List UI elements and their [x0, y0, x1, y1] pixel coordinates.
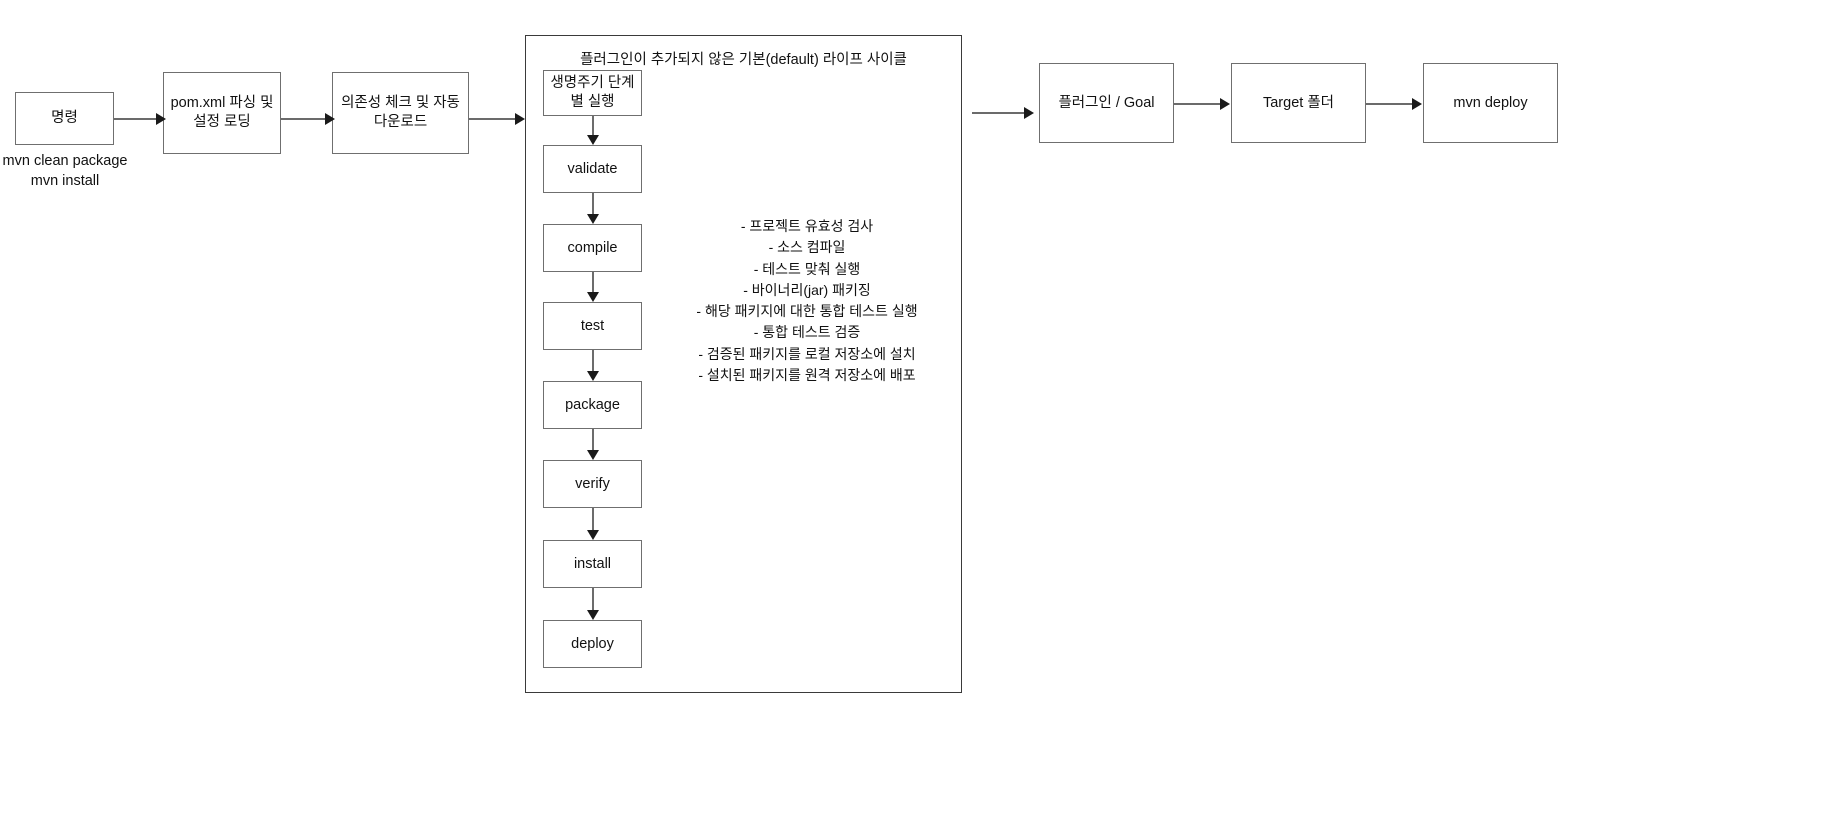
phase-descriptions: - 프로젝트 유효성 검사 - 소스 컴파일 - 테스트 맞춰 실행 - 바이너…	[672, 216, 942, 386]
edge-lifecycle-run-to-validate	[587, 116, 599, 145]
node-validate[interactable]: validate	[543, 145, 642, 193]
node-dependency-check-label: 의존성 체크 및 자동 다운로드	[341, 95, 460, 130]
node-lifecycle-run[interactable]: 생명주기 단계별 실행	[543, 70, 642, 116]
node-plugin-goal[interactable]: 플러그인 / Goal	[1039, 63, 1174, 143]
node-test-label: test	[580, 317, 605, 334]
edge-package-to-verify	[587, 429, 599, 460]
node-test[interactable]: test	[543, 302, 642, 350]
node-compile-label: compile	[567, 239, 618, 256]
edge-verify-to-install	[587, 508, 599, 540]
phase-description-line: - 바이너리(jar) 패키징	[743, 281, 871, 298]
phase-description-line: - 테스트 맞춰 실행	[753, 260, 861, 277]
phase-description-line: - 검증된 패키지를 로컬 저장소에 설치	[698, 345, 916, 362]
edge-validate-to-compile	[587, 193, 599, 224]
node-verify[interactable]: verify	[543, 460, 642, 508]
phase-description-line: - 설치된 패키지를 원격 저장소에 배포	[698, 366, 916, 383]
node-dependency-check[interactable]: 의존성 체크 및 자동 다운로드	[332, 72, 469, 154]
node-compile[interactable]: compile	[543, 224, 642, 272]
phase-description-line: - 프로젝트 유효성 검사	[740, 218, 874, 234]
node-package-label: package	[565, 396, 620, 413]
node-mvn-deploy[interactable]: mvn deploy	[1423, 63, 1558, 143]
edge-test-to-package	[587, 350, 599, 381]
node-pom-parse[interactable]: pom.xml 파싱 및 설정 로딩	[163, 72, 281, 154]
phase-description-line: - 소스 컴파일	[768, 239, 846, 256]
caption-mvn-install: mvn install	[30, 173, 100, 189]
edge-install-to-deploy	[587, 588, 599, 620]
node-deploy-label: deploy	[571, 635, 614, 652]
node-deploy[interactable]: deploy	[543, 620, 642, 668]
phase-description-line: - 해당 패키지에 대한 통합 테스트 실행	[696, 303, 918, 320]
edge-plugin-goal-to-target	[1174, 98, 1230, 110]
edge-command-to-pom	[114, 113, 166, 125]
node-target-folder[interactable]: Target 폴더	[1231, 63, 1366, 143]
node-plugin-goal-label: 플러그인 / Goal	[1058, 94, 1155, 111]
node-validate-label: validate	[567, 160, 618, 177]
caption-mvn-clean-package: mvn clean package	[2, 153, 128, 169]
node-package[interactable]: package	[543, 381, 642, 429]
node-pom-parse-label: pom.xml 파싱 및 설정 로딩	[170, 95, 274, 130]
node-mvn-deploy-label: mvn deploy	[1453, 94, 1528, 111]
edge-dependency-to-panel	[469, 113, 525, 125]
node-target-folder-label: Target 폴더	[1262, 94, 1334, 111]
edge-pom-to-dependency	[281, 113, 335, 125]
node-command-label: 명령	[51, 110, 78, 127]
lifecycle-panel-title: 플러그인이 추가되지 않은 기본(default) 라이프 사이클	[580, 52, 907, 68]
node-verify-label: verify	[575, 475, 610, 492]
edge-panel-to-plugin-goal	[972, 107, 1034, 119]
node-install-label: install	[573, 555, 612, 572]
node-lifecycle-run-label: 생명주기 단계별 실행	[550, 75, 635, 110]
node-install[interactable]: install	[543, 540, 642, 588]
phase-description-line: - 통합 테스트 검증	[753, 324, 861, 341]
edge-compile-to-test	[587, 272, 599, 302]
node-command[interactable]: 명령	[15, 92, 114, 145]
edge-target-to-mvn-deploy	[1366, 98, 1422, 110]
